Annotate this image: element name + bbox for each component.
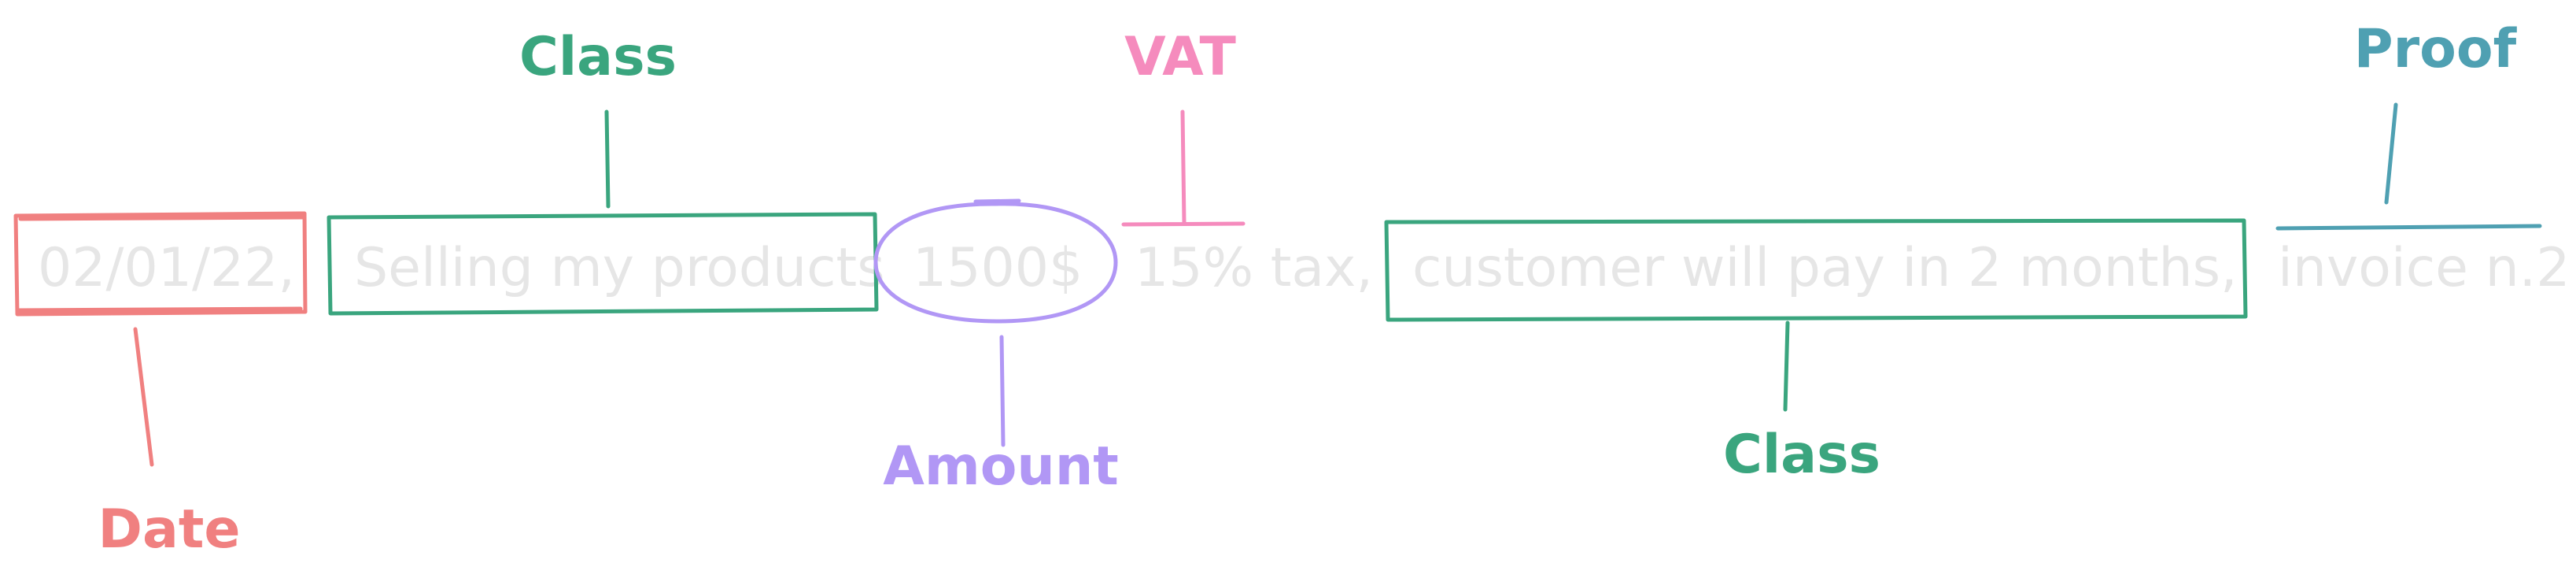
class-top-connector bbox=[604, 109, 611, 209]
amount-label: Amount bbox=[883, 435, 1119, 498]
sentence-amount: 1500$ bbox=[913, 237, 1083, 299]
vat-annotation: VAT bbox=[1121, 26, 1246, 227]
class-bottom-label: Class bbox=[1723, 424, 1880, 486]
sentence-description: Selling my products bbox=[354, 237, 885, 299]
sentence-date: 02/01/22, bbox=[38, 237, 295, 299]
date-annotation: Date bbox=[13, 211, 308, 561]
sentence-vat: 15% tax, bbox=[1135, 237, 1373, 299]
vat-label: VAT bbox=[1124, 26, 1236, 88]
date-box bbox=[13, 211, 308, 317]
amount-ellipse bbox=[873, 198, 1118, 324]
date-connector bbox=[133, 327, 154, 467]
proof-annotation: Proof bbox=[2275, 18, 2542, 231]
amount-connector bbox=[999, 335, 1006, 447]
class-bottom-annotation: Class bbox=[1384, 218, 2248, 486]
class-bottom-connector bbox=[1783, 320, 1790, 412]
amount-annotation: Amount bbox=[873, 198, 1119, 498]
sentence-terms: customer will pay in 2 months, bbox=[1412, 237, 2238, 299]
proof-label: Proof bbox=[2354, 18, 2518, 80]
date-label: Date bbox=[98, 498, 241, 561]
class-top-box bbox=[327, 212, 879, 316]
proof-bracket bbox=[2275, 102, 2542, 231]
sentence-proof: invoice n.2 bbox=[2278, 237, 2570, 299]
class-top-annotation: Class bbox=[327, 26, 879, 316]
class-bottom-box bbox=[1384, 218, 2248, 322]
vat-bracket bbox=[1121, 109, 1246, 227]
annotated-sentence: 02/01/22, Selling my products 1500$ 15% … bbox=[38, 237, 2570, 299]
class-top-label: Class bbox=[519, 26, 677, 88]
